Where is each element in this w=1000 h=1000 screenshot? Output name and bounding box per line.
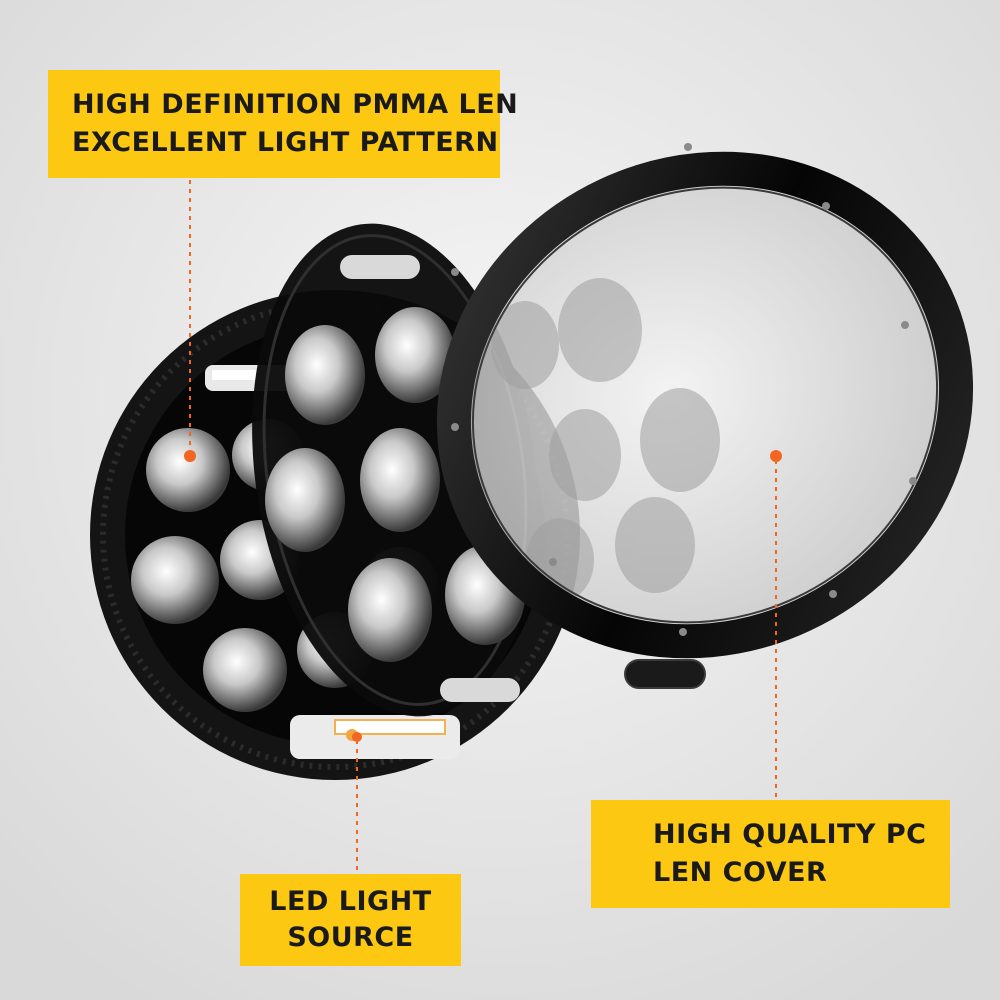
cover-screws (451, 143, 917, 636)
dot-pc (770, 450, 782, 462)
callout-pc-line2: LEN COVER (653, 857, 828, 888)
cover-lens-ghosts (491, 278, 720, 602)
plate-lens-openings (265, 307, 525, 662)
callout-pmma-line2: EXCELLENT LIGHT PATTERN (72, 127, 499, 158)
callout-pc-cover: HIGH QUALITY PC LEN COVER (591, 800, 950, 908)
leader-lines (189, 180, 777, 872)
callout-led-line2: SOURCE (287, 922, 414, 953)
dot-led (352, 732, 362, 742)
led-strip-bottom (290, 715, 460, 759)
callout-pc-line1: HIGH QUALITY PC (653, 819, 927, 850)
leader-dots (184, 450, 782, 742)
callout-pmma-lens: HIGH DEFINITION PMMA LEN EXCELLENT LIGHT… (48, 70, 519, 178)
pc-lens-cover (436, 143, 974, 689)
callout-led-source: LED LIGHT SOURCE (240, 874, 461, 966)
callout-led-line1: LED LIGHT (269, 886, 432, 917)
callout-pmma-line1: HIGH DEFINITION PMMA LEN (72, 89, 519, 120)
dot-pmma (184, 450, 196, 462)
